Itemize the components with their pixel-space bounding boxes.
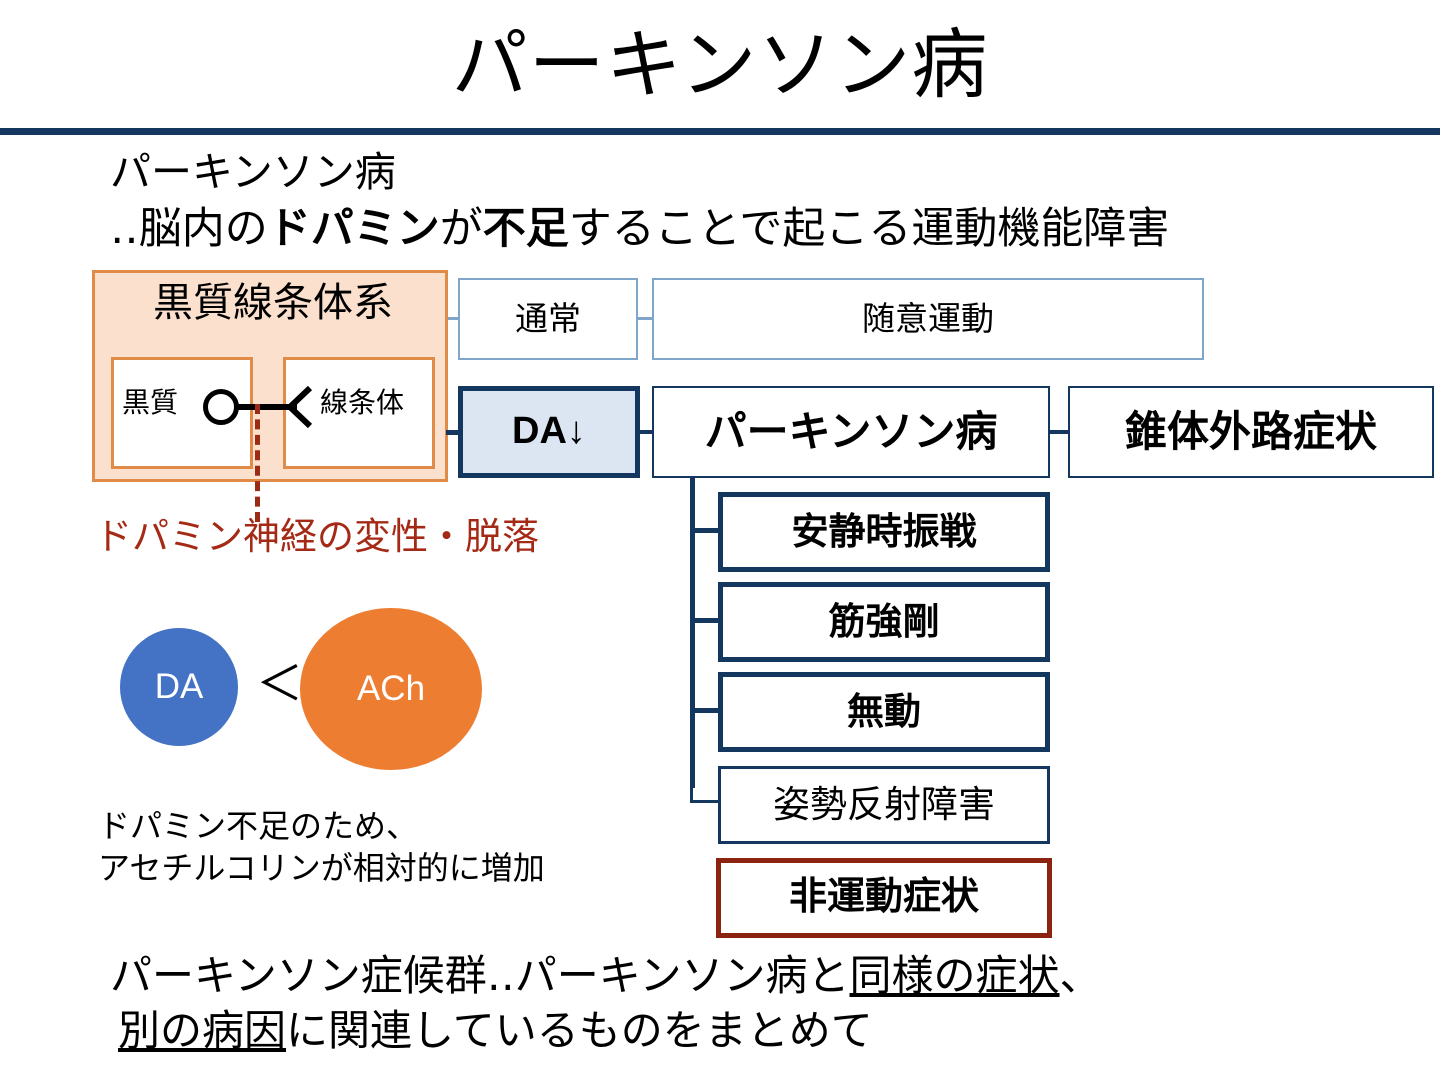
- footer-line-1: パーキンソン症候群‥パーキンソン病と同様の症状、: [110, 955, 1102, 997]
- connector-tree-branch-4: [690, 800, 720, 803]
- footer-line-2-underlined: 別の病因: [118, 1007, 287, 1054]
- connector-tree-trunk-lower: [690, 708, 693, 803]
- connector-tree-branch-2: [690, 618, 720, 623]
- lead-line-2-bold-deficiency: 不足: [482, 205, 569, 253]
- connector-tree-branch-1: [690, 528, 720, 533]
- neuron-axon-line-icon: [237, 404, 297, 410]
- less-than-sign: ＜: [256, 657, 303, 710]
- substantia-nigra-label: 黒質: [122, 387, 179, 418]
- neuron-soma-circle-icon: [203, 389, 239, 425]
- connector-group-to-normal: [448, 317, 460, 320]
- title-divider: [0, 128, 1440, 135]
- box-dopamine-decrease[interactable]: DA↓: [458, 386, 640, 478]
- page-title: パーキンソン病: [451, 23, 989, 108]
- degeneration-caption: ドパミン神経の変性・脱落: [95, 516, 539, 557]
- box-parkinson-disease[interactable]: パーキンソン病: [652, 386, 1050, 478]
- lead-line-1: パーキンソン病: [110, 149, 396, 195]
- nigrostriatal-system-group: 黒質線条体系 黒質 線条体: [92, 270, 448, 482]
- connector-da-to-parkinson: [638, 430, 654, 434]
- footer-line-2-part-b: に関連しているものをまとめて: [286, 1007, 873, 1054]
- box-symptom-akinesia[interactable]: 無動: [718, 672, 1050, 752]
- box-symptom-postural-instability[interactable]: 姿勢反射障害: [718, 766, 1050, 844]
- footer-line-1-underlined: 同様の症状: [849, 952, 1060, 999]
- neurotransmitter-balance-caption: ドパミン不足のため、 アセチルコリンが相対的に増加: [98, 808, 545, 886]
- striatum-cell: 線条体: [283, 357, 435, 469]
- box-symptom-resting-tremor[interactable]: 安静時振戦: [718, 492, 1050, 572]
- footer-line-1-part-a: パーキンソン症候群‥パーキンソン病と: [110, 952, 850, 999]
- box-extrapyramidal-symptoms[interactable]: 錐体外路症状: [1068, 386, 1434, 478]
- degeneration-dashed-line-icon: [255, 404, 260, 522]
- lead-line-2-bold-dopamine: ドパミン: [267, 205, 440, 253]
- box-nonmotor-symptoms[interactable]: 非運動症状: [716, 858, 1052, 938]
- connector-group-to-da: [446, 430, 460, 435]
- box-symptom-rigidity[interactable]: 筋強剛: [718, 582, 1050, 662]
- connector-normal-to-voluntary: [637, 317, 654, 320]
- lead-line-2-prefix: ‥脳内の: [110, 205, 268, 253]
- acetylcholine-circle: ACh: [300, 608, 482, 770]
- striatum-label: 線条体: [320, 387, 405, 418]
- connector-tree-stem: [690, 478, 695, 532]
- neuron-terminal-arrow-icon: [286, 386, 312, 428]
- connector-parkinson-to-extrapyramidal: [1049, 430, 1070, 434]
- dopamine-circle: DA: [120, 628, 238, 746]
- box-voluntary-movement[interactable]: 随意運動: [652, 278, 1204, 360]
- acetylcholine-circle-label: ACh: [356, 669, 426, 708]
- lead-line-2: ‥脳内のドパミンが不足することで起こる運動機能障害: [110, 208, 1169, 251]
- connector-tree-branch-3: [690, 708, 720, 713]
- lead-line-2-mid: が: [439, 205, 483, 253]
- lead-line-2-suffix: することで起こる運動機能障害: [568, 205, 1170, 253]
- box-normal[interactable]: 通常: [458, 278, 638, 360]
- nigrostriatal-system-label: 黒質線条体系: [153, 281, 393, 325]
- connector-tree-trunk: [690, 528, 695, 788]
- footer-line-2: 別の病因に関連しているものをまとめて: [118, 1010, 873, 1052]
- footer-line-1-part-c: 、: [1059, 952, 1102, 999]
- dopamine-circle-label: DA: [154, 667, 204, 706]
